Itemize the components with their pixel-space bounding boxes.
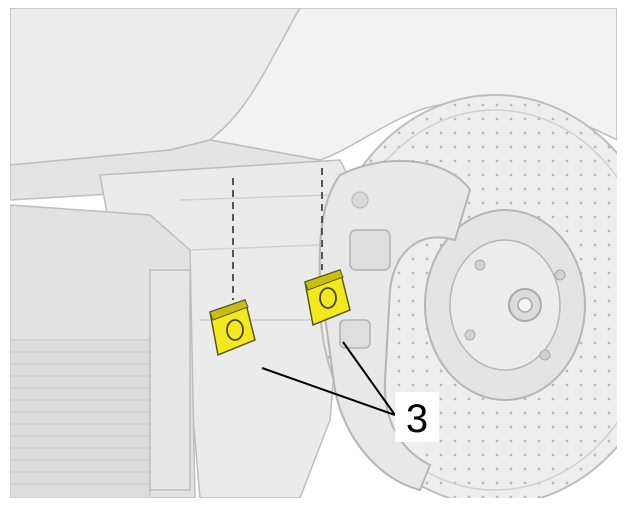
callout-box	[395, 392, 439, 442]
pad-right	[304, 269, 351, 327]
installation-guides	[232, 168, 323, 300]
callout-label: 3	[406, 397, 428, 441]
callout-3: 3	[395, 392, 439, 442]
wheel-hub	[424, 209, 586, 401]
radiator	[10, 204, 196, 498]
leader-lines	[261, 341, 396, 416]
pad-left	[209, 299, 256, 357]
